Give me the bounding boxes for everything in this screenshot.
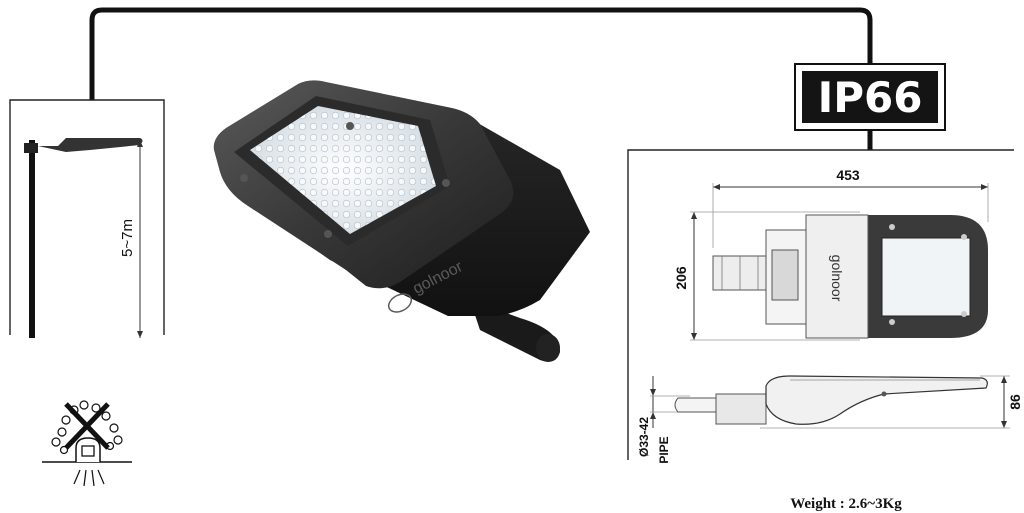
- technical-drawing-panel: 453 206 golnoor 86: [627, 149, 1023, 464]
- top-view-drawing: golnoor: [712, 214, 988, 339]
- weight-label: Weight : 2.6~3Kg: [790, 496, 902, 512]
- mounting-height-panel: 5~7m: [9, 99, 165, 338]
- top-view-brand: golnoor: [829, 255, 845, 302]
- side-view-drawing: [674, 375, 988, 425]
- fixture-illustration: golnoor: [213, 80, 590, 362]
- mounting-height-label: 5~7m: [119, 219, 136, 257]
- pole: [29, 140, 35, 338]
- pipe-label: PIPE: [657, 436, 671, 463]
- dim-depth-label: 206: [673, 266, 689, 290]
- pole-arm-lamp: [38, 138, 143, 152]
- ip-rating-text: IP66: [818, 73, 923, 122]
- connector-frame: [89, 7, 873, 100]
- no-insects-icon: [42, 400, 132, 487]
- ip-rating-badge: IP66: [794, 63, 946, 131]
- dim-width-label: 453: [836, 167, 860, 183]
- pipe-diameter-label: Ø33-42: [637, 417, 651, 457]
- dim-height-label: 86: [1007, 394, 1023, 410]
